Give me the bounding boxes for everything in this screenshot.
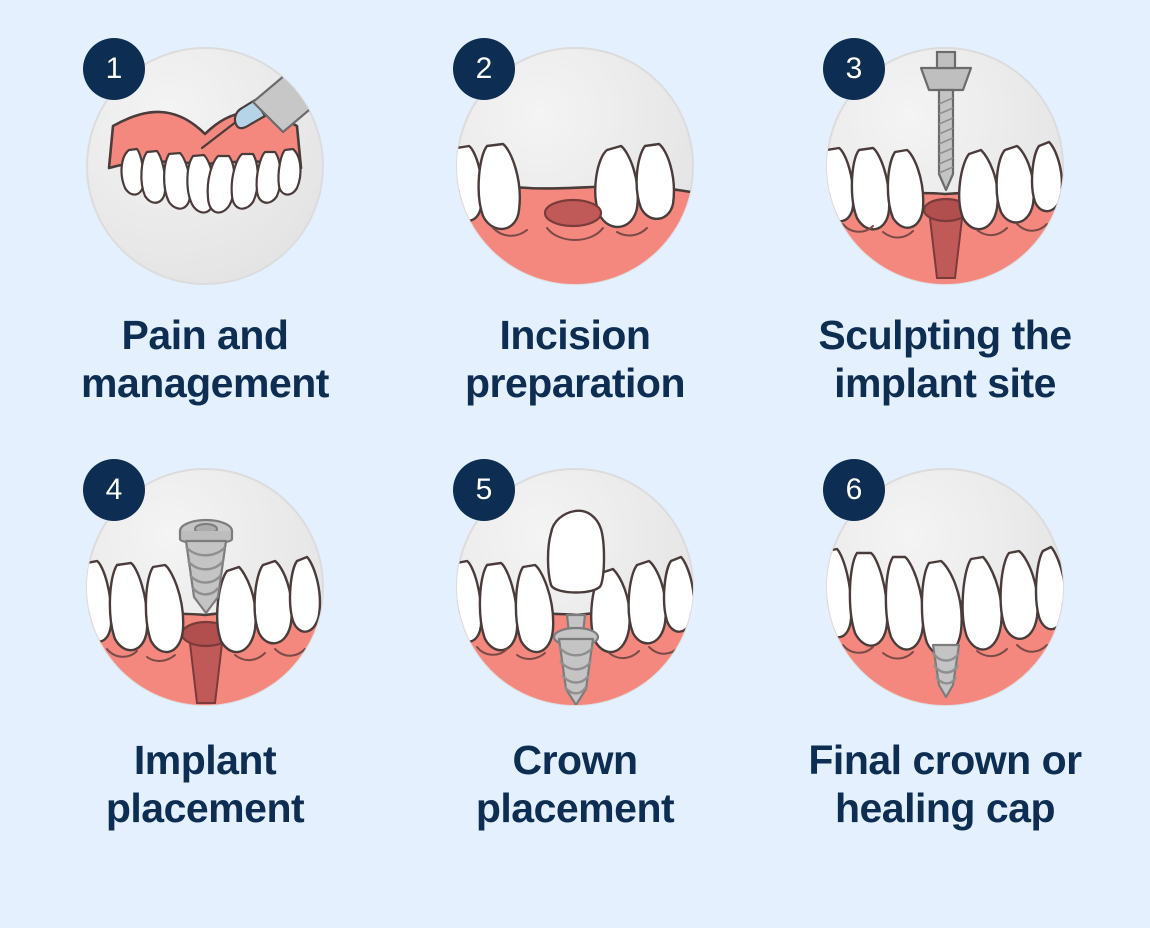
step-card-2[interactable]: 2 Incision preparation [390,38,760,467]
step-5-illustration-wrap: 5 [453,459,695,707]
step-number-badge-1: 1 [83,38,145,100]
step-4-illustration-wrap: 4 [83,459,325,707]
step-caption-1: Pain and management [81,312,329,406]
step-number-badge-5: 5 [453,459,515,521]
step-caption-6: Final crown or healing cap [808,737,1082,831]
step-card-5[interactable]: 5 Crown placement [390,459,760,888]
step-2-illustration-wrap: 2 [453,38,695,286]
seated-final-crown-on-implant-icon [826,468,1064,706]
step-card-3[interactable]: 3 Sculpting the implant site [760,38,1130,467]
step-number-text: 4 [105,473,123,506]
step-caption-2: Incision preparation [464,312,686,406]
step-number-badge-2: 2 [453,38,515,100]
implant-screw-above-socket-icon [86,468,324,706]
step-card-6[interactable]: 6 Final crown or healing cap [760,459,1130,888]
step-1-illustration-wrap: 1 [83,38,325,286]
step-number-badge-3: 3 [823,38,885,100]
step-number-badge-4: 4 [83,459,145,521]
step-card-4[interactable]: 4 Implant placement [20,459,390,888]
step-number-text: 1 [105,52,123,85]
step-number-badge-6: 6 [823,459,885,521]
crown-above-abutment-and-implant-icon [456,468,694,706]
step-number-text: 6 [845,473,863,506]
step-3-illustration-wrap: 3 [823,38,1065,286]
surgical-drill-over-socket-icon [826,47,1064,285]
step-6-illustration-wrap: 6 [823,459,1065,707]
step-caption-4: Implant placement [105,737,305,831]
step-number-text: 3 [845,52,863,85]
gum-with-incision-oval-icon [456,47,694,285]
step-number-text: 2 [475,52,493,85]
step-card-1[interactable]: 1 Pain and management [20,38,390,467]
step-caption-5: Crown placement [475,737,675,831]
upper-arch-with-anesthetic-syringe-icon [86,47,324,285]
step-caption-3: Sculpting the implant site [818,312,1072,406]
step-number-text: 5 [475,473,493,506]
